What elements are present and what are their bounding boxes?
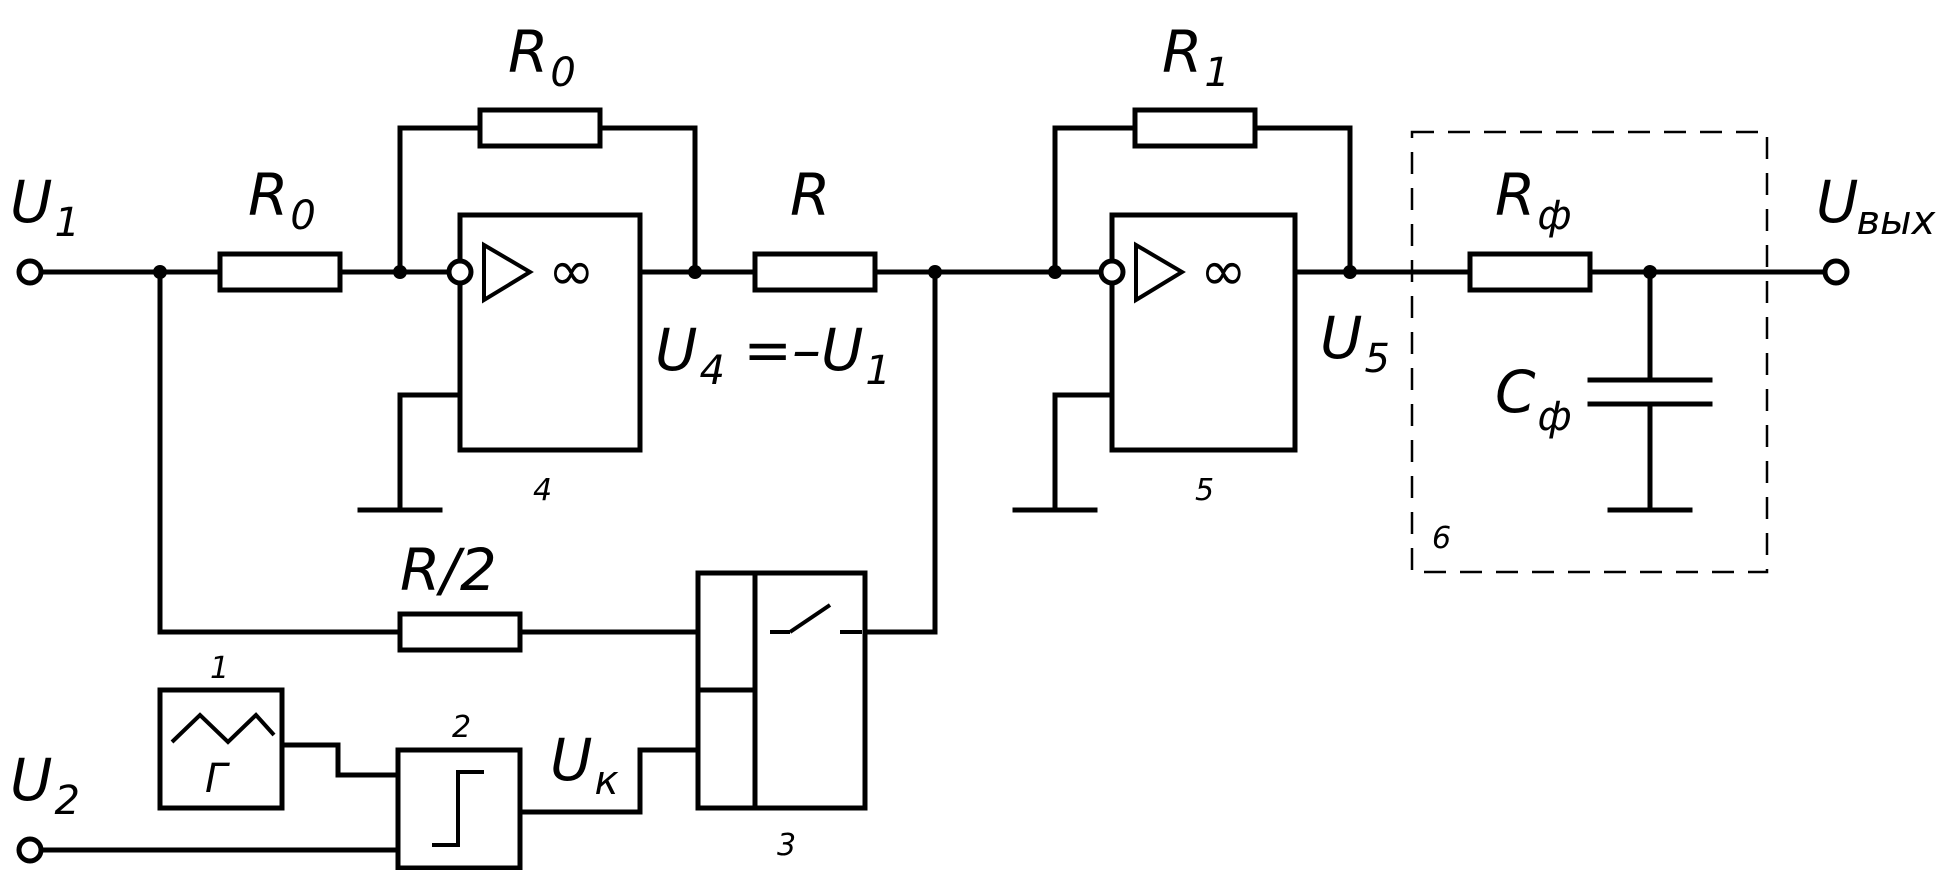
opamp-4-infinity-symbol: ∞ — [548, 239, 595, 304]
resistor-r — [752, 251, 878, 293]
block-number-1: 1 — [210, 651, 229, 686]
resistor-r0-feedback — [477, 107, 603, 149]
input-u1-terminal — [16, 258, 44, 286]
label-u5: U5 — [1320, 304, 1390, 382]
label-r: R — [790, 161, 830, 229]
label-c-filter: Cф — [1495, 358, 1572, 440]
output-terminal — [1822, 258, 1850, 286]
junction-dots — [153, 265, 1657, 279]
opamp-4-inverting-input — [446, 258, 474, 286]
block-number-6: 6 — [1432, 521, 1451, 556]
label-r-half: R/2 — [400, 536, 497, 604]
label-u4: U4 =–U1 — [655, 316, 891, 394]
block-number-5: 5 — [1195, 473, 1214, 508]
label-r-filter: Rф — [1495, 161, 1572, 239]
label-u2: U2 — [10, 746, 80, 824]
block-number-4: 4 — [533, 473, 552, 508]
block-number-2: 2 — [452, 710, 471, 745]
opamp-5: ∞ — [1098, 212, 1298, 453]
label-uk: Uк — [550, 726, 619, 804]
input-u2-terminal — [16, 836, 44, 864]
wires — [27, 125, 1839, 853]
opamp-5-inverting-input — [1098, 258, 1126, 286]
label-r0-input: R0 — [248, 161, 316, 239]
label-u1: U1 — [10, 168, 80, 246]
label-r1: R1 — [1162, 18, 1230, 96]
switch-block-3 — [695, 570, 868, 811]
resistor-r-half — [397, 611, 523, 653]
label-output: Uвых — [1816, 168, 1936, 244]
resistor-r0-input — [217, 251, 343, 293]
generator-symbol: Г — [205, 756, 230, 802]
capacitor-c-filter — [1587, 377, 1713, 407]
opamp-5-infinity-symbol: ∞ — [1200, 239, 1247, 304]
resistor-r1 — [1132, 107, 1258, 149]
resistor-r-filter — [1467, 251, 1593, 293]
opamp-4: ∞ — [446, 212, 643, 453]
label-r0-feedback: R0 — [508, 18, 576, 96]
filter-block-outline — [1410, 130, 1769, 574]
comparator-block-2 — [395, 747, 523, 870]
generator-block-1: Г — [157, 687, 285, 811]
block-number-3: 3 — [777, 828, 796, 863]
